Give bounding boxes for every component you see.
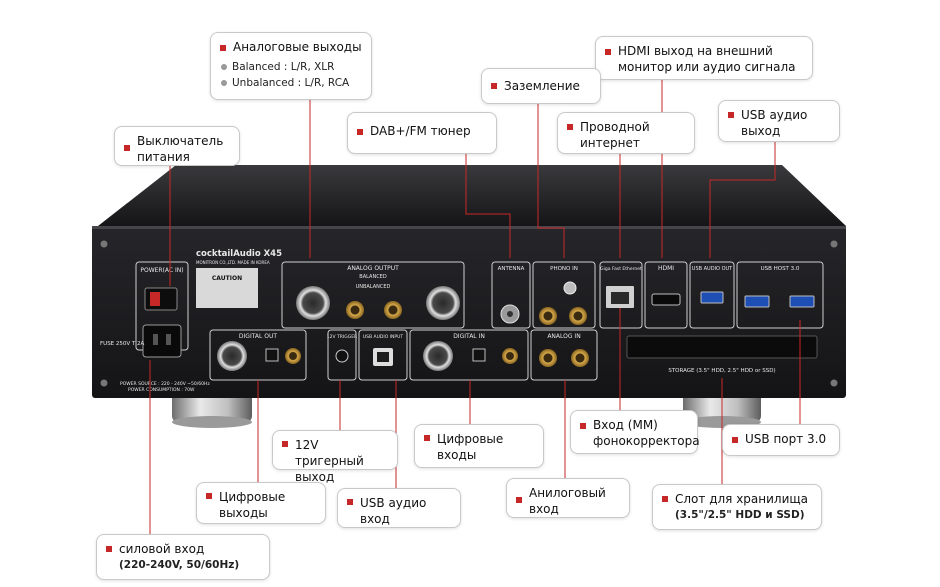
ground-terminal[interactable] [563,281,577,295]
xlr-output-left[interactable] [296,286,330,320]
phono-in-label: PHONO IN [550,266,578,272]
callout-analog-outputs-line2: Unbalanced : L/R, RCA [221,75,363,91]
digital-in-panel: DIGITAL IN [409,329,529,381]
usb-audio-input-label: USB AUDIO INPUT [363,334,404,340]
caution-label: CAUTION [212,275,242,282]
callout-storage-title: Слот для хранилища [675,492,809,506]
power-section: POWER(AC IN) FUSE 250V T 2A POWER SOURCE… [100,261,210,393]
callout-power-in-title: силовой вход [119,542,205,556]
callout-ground-title: Заземление [504,79,580,93]
callout-analog-in: Анилоговый вход [506,478,630,518]
callout-dab-fm: DAB+/FM тюнер [347,112,497,154]
callout-digital-in: Цифровые входы [414,424,544,468]
power-source-label: POWER SOURCE : 220 - 240V ~50/60Hz [120,381,210,387]
analog-in-panel: ANALOG IN [530,329,598,381]
antenna-panel: ANTENNA [491,261,531,329]
callout-hdmi-title: HDMI выход на внешний монитор или аудио … [618,44,796,74]
hdmi-port[interactable] [651,293,681,306]
callout-digital-in-title: Цифровые входы [437,432,504,462]
callout-ethernet: Проводной интернет [557,112,695,154]
callout-digital-out-title: Цифровые выходы [219,490,286,520]
analog-in-rca-left[interactable] [539,349,557,367]
optical-out[interactable] [265,348,279,362]
antenna-label: ANTENNA [498,266,525,272]
usb-audio-out-port[interactable] [700,291,724,304]
ethernet-panel: Giga Fast Ethernet [599,261,643,329]
storage-label: STORAGE (3.5" HDD, 2.5" HDD or SSD) [668,368,775,374]
giga-ethernet-label: Giga Fast Ethernet [600,266,642,272]
hdmi-panel: HDMI [644,261,688,329]
usb-audio-out-label: USB AUDIO OUT [692,266,733,272]
callout-storage: Слот для хранилища (3.5"/2.5" HDD и SSD) [652,484,822,530]
chassis-top [98,165,846,226]
analog-output-panel: ANALOG OUTPUT BALANCED UNBALANCED [281,261,465,329]
callout-trigger: 12V тригерный выход [272,430,398,484]
callout-analog-in-title: Анилоговый вход [529,486,606,516]
usb-audio-out-panel: USB AUDIO OUT [689,261,735,329]
callout-usb-audio-in: USB аудио вход [337,488,461,528]
trigger-label: 12V TRIGGER [327,334,357,340]
digital-out-panel: DIGITAL OUT [209,329,307,381]
power-switch[interactable] [144,287,178,311]
power-inlet[interactable] [142,324,182,358]
brand-label: cocktailAudio X45 [196,249,282,259]
callout-usb3-title: USB порт 3.0 [745,432,827,446]
callout-power-in-sub: (220-240V, 50/60Hz) [119,559,240,571]
callout-ground: Заземление [481,68,601,104]
balanced-label: BALANCED [359,274,387,280]
callout-power-switch: Выключатель питания [114,126,240,166]
digital-in-label: DIGITAL IN [453,333,485,340]
usb3-port-2[interactable] [789,295,815,308]
xlr-digital-in[interactable] [423,341,453,371]
callout-usb-audio-in-title: USB аудио вход [360,496,427,526]
callout-ethernet-title: Проводной интернет [580,120,650,150]
power-consumption-label: POWER CONSUMPTION : 70W [128,387,195,393]
storage-bay: STORAGE (3.5" HDD, 2.5" HDD or SSD) [626,335,818,374]
callout-analog-outputs-line1: Balanced : L/R, XLR [221,59,363,75]
usb3-port-1[interactable] [744,295,770,308]
brand-sub-label: MONITRON CO.,LTD. MADE IN KOREA [196,260,270,265]
callout-hdmi: HDMI выход на внешний монитор или аудио … [595,36,813,80]
analog-output-label: ANALOG OUTPUT [347,265,399,272]
trigger-jack[interactable] [335,349,349,363]
callout-usb-audio-out: USB аудио выход [718,100,840,142]
analog-in-rca-right[interactable] [571,349,589,367]
optical-in[interactable] [472,348,486,362]
callout-phono-mm-title: Вход (MM) фонокорректора [593,418,700,448]
callout-storage-sub: (3.5"/2.5" HDD и SSD) [675,509,805,521]
rca-output-left[interactable] [346,301,364,319]
callout-analog-outputs: Аналоговые выходы Balanced : L/R, XLR Un… [210,32,372,100]
coaxial-in[interactable] [502,348,518,364]
phono-rca-left[interactable] [539,307,557,325]
phono-in-panel: PHONO IN [532,261,596,329]
callout-usb3: USB порт 3.0 [722,424,840,456]
unbalanced-label: UNBALANCED [356,284,391,290]
callout-power-in: силовой вход (220-240V, 50/60Hz) [96,534,270,580]
storage-slot[interactable] [626,335,818,359]
fuse-label: FUSE 250V T 2A [100,341,145,347]
callout-digital-out: Цифровые выходы [196,482,326,524]
rca-output-right[interactable] [384,301,402,319]
trigger-panel: 12V TRIGGER [327,329,357,381]
callout-usb-audio-out-title: USB аудио выход [741,108,808,138]
digital-out-label: DIGITAL OUT [239,333,277,340]
xlr-output-right[interactable] [426,286,460,320]
xlr-digital-out[interactable] [217,341,247,371]
analog-in-label: ANALOG IN [547,333,580,340]
callout-phono-mm: Вход (MM) фонокорректора [570,410,700,454]
hdmi-label: HDMI [658,265,674,272]
callout-dab-fm-title: DAB+/FM тюнер [370,124,471,138]
coaxial-out[interactable] [285,348,301,364]
caution-sticker [196,268,258,308]
usb-audio-input-panel: USB AUDIO INPUT [358,329,408,381]
callout-trigger-title: 12V тригерный выход [295,438,364,484]
usb-host-label: USB HOST 3.0 [761,266,800,272]
power-ac-in-label: POWER(AC IN) [140,267,183,274]
phono-rca-right[interactable] [569,307,587,325]
callout-analog-outputs-title: Аналоговые выходы [233,40,362,54]
callout-power-switch-title: Выключатель питания [137,134,224,164]
usb-host-panel: USB HOST 3.0 [736,261,824,329]
